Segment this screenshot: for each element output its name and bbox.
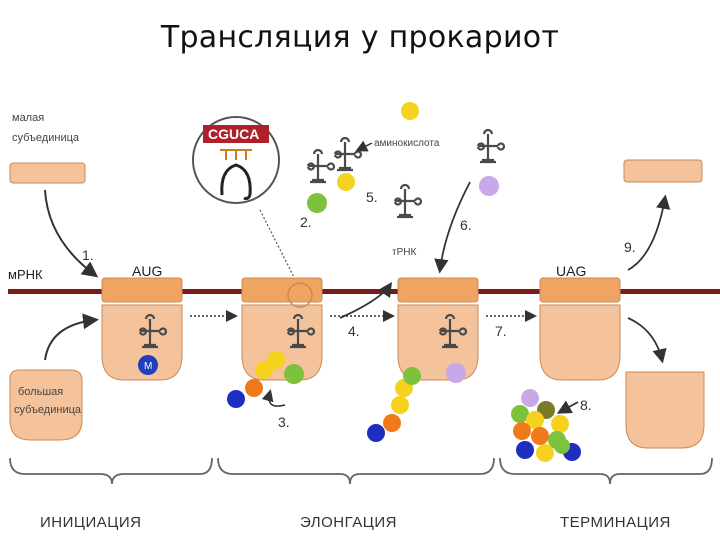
arrow-large-release: [627, 317, 667, 364]
peptide-chain-step-3: [227, 351, 304, 408]
codon-zoom: CGUCA: [192, 116, 280, 204]
trna-incoming-green: [306, 148, 336, 213]
ribosome-elongation-2: [397, 277, 479, 381]
brace-termination: [499, 457, 713, 485]
amino-acid-free: [401, 102, 419, 120]
large-subunit-released: [625, 371, 705, 449]
step-4-label: 4.: [348, 323, 360, 339]
brace-elongation: [217, 457, 495, 485]
step-9-label: 9.: [624, 239, 636, 255]
step-2-label: 2.: [300, 214, 312, 230]
zoom-pointer: [259, 209, 299, 286]
released-protein: [511, 389, 581, 462]
brace-initiation: [9, 457, 213, 485]
step-6-label: 6.: [460, 217, 472, 233]
ribosome-termination: UAG: [539, 263, 621, 381]
arrow-amino-acid: [355, 140, 373, 152]
arrow-step-1: [44, 189, 99, 278]
codon-zoom-text: CGUCA: [208, 126, 259, 142]
arrow-step-5: [339, 282, 392, 319]
small-subunit-label-2: субъединица: [12, 132, 80, 144]
phase-initiation: ИНИЦИАЦИЯ: [40, 514, 142, 531]
small-subunit-released: [623, 159, 703, 183]
page-title: Трансляция у прокариот: [160, 20, 560, 55]
phase-elongation: ЭЛОНГАЦИЯ: [300, 514, 397, 531]
step-3-label: 3.: [278, 414, 290, 430]
step-7-label: 7.: [495, 323, 507, 339]
arrow-step-3: [261, 389, 286, 407]
peptide-chain-step-4: [367, 363, 466, 442]
start-codon-label: AUG: [132, 263, 162, 279]
step-5-label: 5.: [366, 189, 378, 205]
ribosome-initiation: AUG M: [101, 263, 183, 381]
large-subunit-label-1: большая: [18, 386, 63, 398]
step-1-label: 1.: [82, 247, 94, 263]
trna-incoming-yellow: [333, 136, 363, 191]
methionine-label: M: [144, 361, 152, 372]
stop-codon-label: UAG: [556, 263, 586, 279]
methionine-amino-acid: [138, 355, 158, 375]
arrow-large-subunit: [44, 313, 99, 361]
amino-acid-label: аминокислота: [374, 138, 440, 149]
arrow-step-8: [556, 400, 579, 414]
arrow-step-9: [627, 194, 671, 271]
small-subunit-label-1: малая: [12, 112, 44, 124]
trna-step-5: [393, 183, 423, 219]
large-subunit-free: большая субъединица: [9, 369, 83, 441]
arrow-step-6: [434, 181, 471, 274]
trna-step-6: [476, 128, 506, 196]
trna-label: тРНК: [392, 247, 416, 258]
step-8-label: 8.: [580, 397, 592, 413]
small-subunit-free: малая субъединица: [9, 112, 86, 184]
mrna-label: мРНК: [8, 267, 43, 282]
large-subunit-label-2: субъединица: [14, 404, 82, 416]
mrna-strand: [8, 289, 720, 294]
phase-termination: ТЕРМИНАЦИЯ: [560, 514, 671, 531]
